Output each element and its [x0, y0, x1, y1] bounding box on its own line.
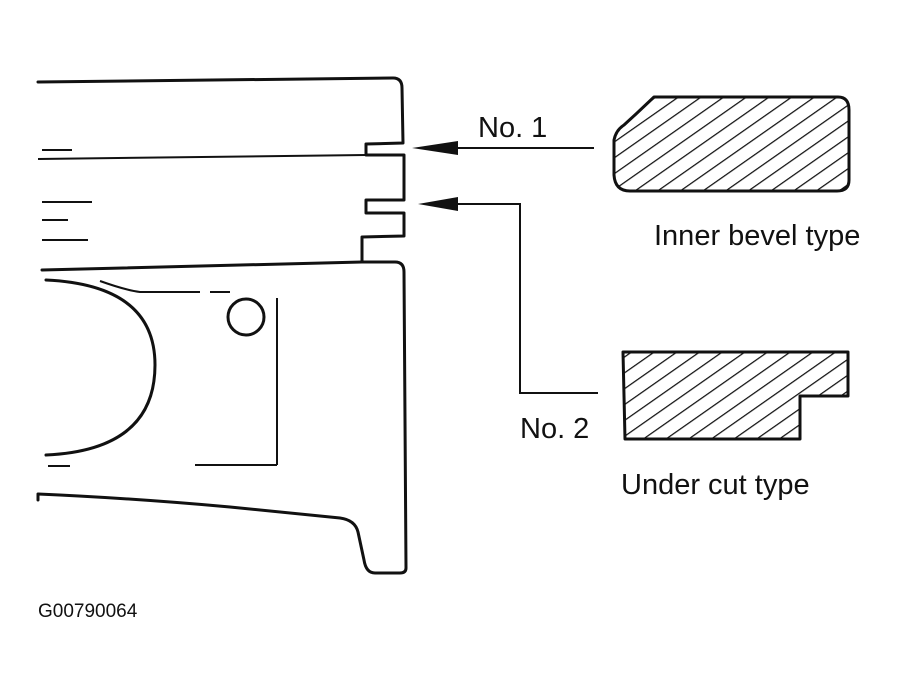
pin-bore-arc	[44, 278, 157, 457]
figure-code: G00790064	[38, 601, 138, 622]
under-cut-ring-profile	[621, 350, 850, 441]
arrow-no2-head	[418, 197, 458, 211]
oil-hole	[226, 297, 266, 337]
piston-section	[36, 76, 408, 575]
arrow-no2-line	[432, 203, 598, 394]
label-under-cut: Under cut type	[621, 469, 810, 501]
inner-bevel-ring-profile	[612, 95, 851, 193]
pin-boss-line	[99, 280, 200, 293]
label-no1: No. 1	[478, 112, 547, 144]
arrow-no1-head	[412, 141, 458, 155]
ring-land-line	[37, 154, 367, 160]
label-no2: No. 2	[520, 413, 589, 445]
label-inner-bevel: Inner bevel type	[654, 220, 860, 252]
arrows	[412, 141, 598, 394]
skirt-top-line	[40, 260, 364, 272]
piston-outline	[36, 76, 408, 575]
